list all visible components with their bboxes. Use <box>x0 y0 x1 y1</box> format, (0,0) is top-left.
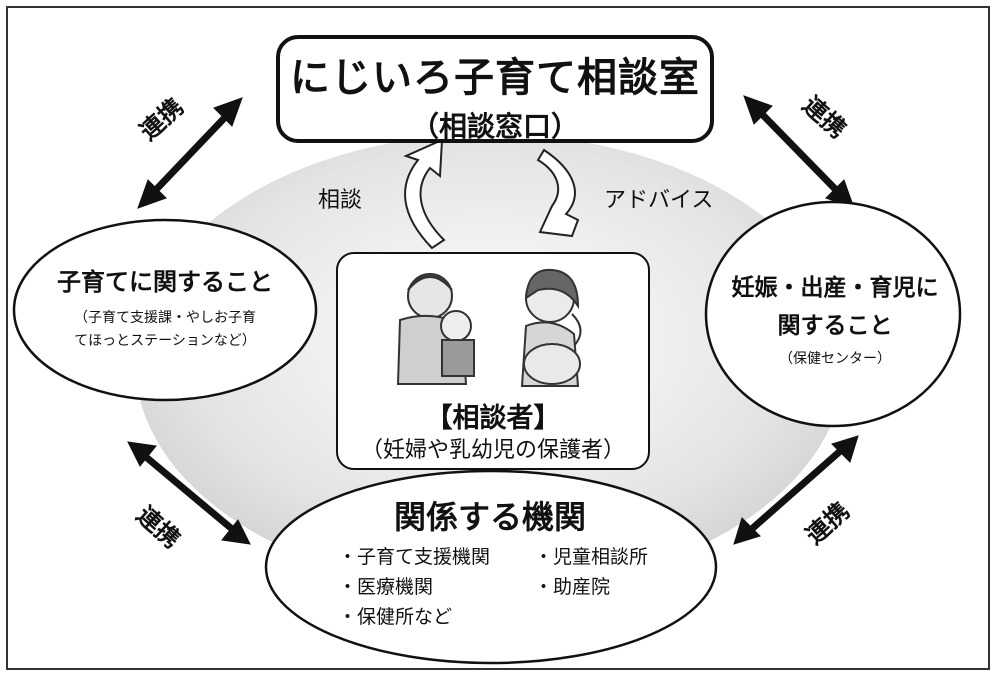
left-node-line2: てほっとステーションなど） <box>74 333 256 349</box>
parents-illustration <box>396 268 582 387</box>
right-node-title-2: 関すること <box>777 313 893 339</box>
office-subtitle: （相談窓口） <box>410 110 579 143</box>
left-node-line1: （子育て支援課・やしお子育 <box>74 310 256 326</box>
advice-arrow <box>536 148 580 238</box>
consultee-title: 【相談者】 <box>425 403 561 434</box>
bottom-node-title: 関係する機関 <box>393 498 586 536</box>
list-item: ・児童相談所 <box>534 546 649 568</box>
left-node-title: 子育てに関すること <box>57 268 273 296</box>
consultee-box: 【相談者】 （妊婦や乳幼児の保護者） <box>336 252 650 470</box>
bottom-node-list-left: ・子育て支援機関 ・医療機関 ・保健所など <box>338 542 490 632</box>
left-node-shape <box>12 218 318 402</box>
office-title: にじいろ子育て相談室 <box>290 55 700 101</box>
list-item: ・子育て支援機関 <box>338 546 491 568</box>
right-node-title-1: 妊娠・出産・育児に <box>731 275 939 301</box>
diagram-frame <box>6 6 990 670</box>
list-item: ・保健所など <box>338 606 453 628</box>
advice-label: アドバイス <box>604 188 714 213</box>
bottom-node: 関係する機関 <box>300 492 680 538</box>
left-node: 子育てに関すること （子育て支援課・やしお子育 てほっとステーションなど） <box>20 262 310 350</box>
list-item: ・医療機関 <box>338 576 434 598</box>
bottom-node-shape <box>264 469 718 665</box>
right-node-shape <box>704 200 962 428</box>
bottom-node-list-right: ・児童相談所 ・助産院 <box>534 542 648 602</box>
list-item: ・助産院 <box>534 576 611 598</box>
consultee-subtitle: （妊婦や乳幼児の保護者） <box>360 438 625 463</box>
right-node: 妊娠・出産・育児に 関すること （保健センター） <box>710 268 960 368</box>
link-arrows <box>127 95 859 545</box>
right-node-sub: （保健センター） <box>779 351 891 367</box>
consultation-office-box: にじいろ子育て相談室 （相談窓口） <box>276 35 714 143</box>
consult-label: 相談 <box>318 188 363 213</box>
